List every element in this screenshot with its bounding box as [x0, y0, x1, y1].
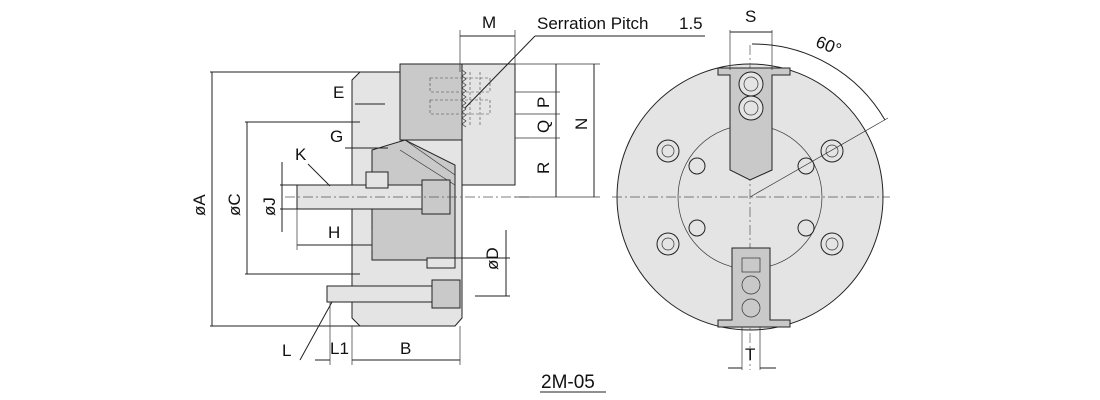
mounting-holes: [656, 139, 844, 256]
label-A: øA: [190, 194, 209, 216]
label-Q: Q: [534, 120, 553, 133]
label-G: G: [330, 127, 343, 146]
label-L1: L1: [330, 339, 349, 358]
serration-teeth: [461, 69, 467, 128]
label-P: P: [534, 97, 553, 108]
label-T: T: [745, 345, 755, 364]
label-serration-value: 1.5: [679, 14, 703, 33]
label-S: S: [745, 7, 756, 26]
label-L: L: [282, 341, 291, 360]
label-M: M: [482, 13, 496, 32]
label-N: N: [572, 118, 591, 130]
label-serration: Serration Pitch: [537, 14, 649, 33]
label-angle: 60°: [813, 32, 844, 59]
label-E: E: [333, 83, 344, 102]
label-D: øD: [483, 247, 502, 270]
label-B: B: [400, 339, 411, 358]
label-R: R: [534, 162, 553, 174]
bottom-jaw: [717, 247, 791, 328]
top-jaw: [717, 67, 791, 181]
label-J: øJ: [260, 197, 279, 216]
label-H: H: [328, 223, 340, 242]
side-view: [285, 63, 530, 327]
label-K: K: [295, 145, 307, 164]
drawing-title: 2M-05: [541, 372, 595, 393]
draw-bar: [296, 184, 428, 210]
label-C: øC: [225, 193, 244, 216]
labels: M Serration Pitch 1.5 S 60° E G K H P Q …: [190, 7, 844, 393]
side-dimension-lines: [210, 30, 705, 365]
mount-bolt: [326, 285, 438, 303]
jaw-bolts: [429, 72, 491, 125]
front-view: [612, 30, 890, 370]
